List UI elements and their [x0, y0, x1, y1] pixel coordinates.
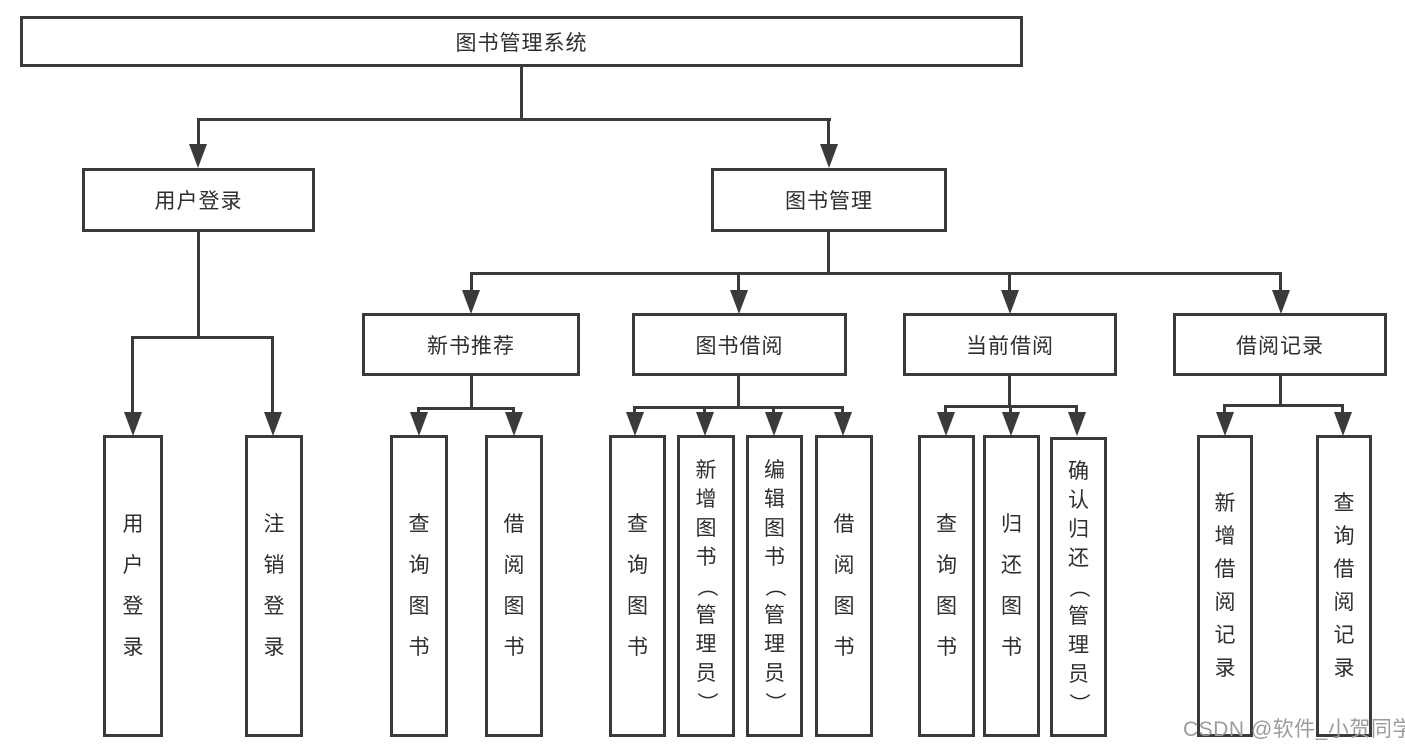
- arrow-down-icon: [626, 412, 644, 436]
- arrow-down-icon: [1001, 290, 1019, 314]
- watermark-text: CSDN @软件_小贺同学: [1183, 718, 1405, 741]
- connector-shaft: [703, 406, 706, 417]
- branch-book-management-label: 图书管理: [785, 190, 873, 213]
- connector-group-hbar: [633, 406, 844, 409]
- connector-shaft: [271, 336, 274, 414]
- group-book-borrow-label: 图书借阅: [695, 334, 784, 358]
- group-box-book-borrow: 图书借阅: [632, 313, 847, 376]
- arrow-down-icon: [264, 412, 282, 436]
- group-box-borrow-records: 借阅记录: [1173, 313, 1387, 376]
- connector-shaft: [197, 118, 200, 148]
- root-label: 图书管理系统: [455, 31, 588, 55]
- connector-group-hbar: [417, 407, 515, 410]
- group-new-book-recommend-label: 新书推荐: [427, 334, 515, 358]
- root-box-library-management-system: 图书管理系统: [20, 16, 1023, 67]
- arrow-down-icon: [696, 412, 714, 436]
- arrow-down-icon: [1068, 412, 1086, 436]
- arrow-down-icon: [1002, 412, 1020, 436]
- connector-shaft: [1223, 404, 1226, 417]
- arrow-down-icon: [1334, 412, 1352, 436]
- leaf-logout-login: 注销登录: [245, 435, 303, 737]
- connector-shaft: [470, 272, 473, 294]
- leaf-query-book: 查询图书: [390, 435, 448, 737]
- connector-book-management-drop: [827, 232, 830, 272]
- arrow-down-icon: [124, 412, 142, 436]
- connector-user-login-drop: [197, 232, 200, 336]
- arrow-down-icon: [937, 412, 955, 436]
- connector-shaft: [737, 272, 740, 294]
- arrow-down-icon: [462, 290, 480, 314]
- arrow-down-icon: [834, 412, 852, 436]
- branch-box-book-management: 图书管理: [711, 168, 947, 232]
- leaf-add-book-admin: 新增图书（管理员）: [677, 435, 735, 737]
- connector-book-management-hbar: [470, 272, 1282, 275]
- arrow-down-icon: [1272, 290, 1290, 314]
- connector-shaft: [944, 405, 947, 417]
- arrow-down-icon: [1216, 412, 1234, 436]
- arrow-down-icon: [730, 290, 748, 314]
- connector-shaft: [772, 406, 775, 417]
- group-borrow-records-label: 借阅记录: [1236, 334, 1324, 358]
- connector-root-drop: [520, 67, 523, 118]
- connector-group-drop: [1279, 376, 1282, 404]
- leaf-query-book: 查询图书: [609, 435, 666, 737]
- connector-group-drop: [737, 376, 740, 406]
- connector-group-drop: [1008, 376, 1011, 405]
- arrow-down-icon: [505, 412, 523, 436]
- connector-shaft: [841, 406, 844, 417]
- connector-shaft: [633, 406, 636, 417]
- leaf-return-book: 归还图书: [983, 435, 1040, 737]
- leaf-borrow-book: 借阅图书: [485, 435, 543, 737]
- group-box-new-book-recommend: 新书推荐: [362, 313, 580, 376]
- group-box-current-borrow: 当前借阅: [903, 313, 1117, 376]
- arrow-down-icon: [410, 412, 428, 436]
- arrow-down-icon: [189, 144, 207, 168]
- leaf-edit-book-admin: 编辑图书（管理员）: [746, 435, 803, 737]
- connector-shaft: [1075, 405, 1078, 417]
- leaf-query-borrow-record: 查询借阅记录: [1316, 435, 1372, 737]
- leaf-borrow-book: 借阅图书: [815, 435, 873, 737]
- connector-user-login-hbar: [131, 336, 274, 339]
- leaf-query-book: 查询图书: [918, 435, 975, 737]
- branch-box-user-login: 用户登录: [82, 168, 315, 232]
- connector-shaft: [1341, 404, 1344, 417]
- arrow-down-icon: [765, 412, 783, 436]
- leaf-add-borrow-record: 新增借阅记录: [1197, 435, 1253, 737]
- connector-shaft: [1279, 272, 1282, 294]
- connector-shaft: [1008, 272, 1011, 294]
- arrow-down-icon: [820, 144, 838, 168]
- connector-group-drop: [470, 376, 473, 407]
- connector-shaft: [1009, 405, 1012, 417]
- connector-group-hbar: [1223, 404, 1344, 407]
- leaf-confirm-return-admin: 确认归还（管理员）: [1050, 437, 1107, 737]
- connector-shaft: [131, 336, 134, 414]
- branch-user-login-label: 用户登录: [154, 190, 243, 213]
- leaf-user-login: 用户登录: [103, 435, 163, 737]
- group-current-borrow-label: 当前借阅: [966, 334, 1054, 358]
- connector-root-hbar: [197, 118, 831, 121]
- connector-shaft: [827, 118, 830, 148]
